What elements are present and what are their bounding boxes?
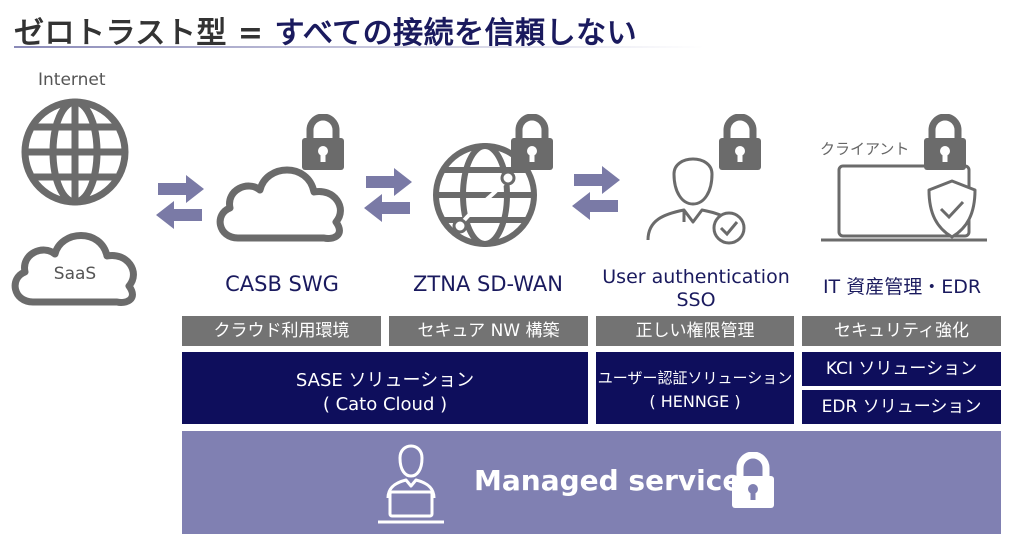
it-asset-edr-label: IT 資産管理・EDR [822,276,982,298]
saas-cloud-icon [11,232,137,306]
internet-label: Internet [38,70,106,90]
title-emphasis: すべての接続を信頼しない [274,16,638,51]
sso-label: SSO [676,289,716,311]
client-caption: クライアント [818,138,912,159]
auth-solution-box: ユーザー認証ソリューション ( HENNGE ) [596,352,794,424]
bidirectional-arrow-icon [156,175,204,229]
sase-solution-box: SASE ソリューション ( Cato Cloud ) [182,352,588,424]
title-equals: = [237,16,264,51]
bidirectional-arrow-icon [364,168,412,222]
category-access-rights: 正しい権限管理 [596,316,794,346]
category-secure-network: セキュア NW 構築 [389,316,588,346]
user-icon [646,157,746,245]
ztna-sdwan-label: ZTNA SD-WAN [413,272,563,296]
title-underline [14,46,704,48]
user-authentication-label: User authentication [602,266,790,288]
lock-icon [924,114,966,170]
edr-solution-box: EDR ソリューション [802,390,1001,424]
lock-icon [719,114,761,170]
category-security: セキュリティ強化 [802,316,1001,346]
bidirectional-arrow-icon [572,166,620,220]
title-prefix: ゼロトラスト型 [14,16,227,51]
auth-provider-label: ( HENNGE ) [649,392,741,411]
lock-icon [302,114,344,170]
cloud-icon [216,166,344,242]
sase-solution-label: SASE ソリューション [295,370,475,391]
lock-icon [511,114,553,170]
kci-solution-box: KCI ソリューション [802,352,1001,386]
casb-swg-label: CASB SWG [225,272,339,296]
shield-check-icon [927,179,977,239]
operator-laptop-icon [378,444,444,524]
saas-label: SaaS [53,264,97,284]
managed-service-label: Managed service [474,464,742,497]
auth-solution-label: ユーザー認証ソリューション [597,369,793,387]
network-globe-icon [433,143,537,247]
globe-icon [21,98,129,206]
lock-icon [732,452,774,508]
page-title: ゼロトラスト型 = すべての接続を信頼しない [14,8,637,51]
category-cloud-usage: クラウド利用環境 [182,316,381,346]
managed-service-bar [182,431,1001,534]
sase-provider-label: ( Cato Cloud ) [322,394,448,415]
